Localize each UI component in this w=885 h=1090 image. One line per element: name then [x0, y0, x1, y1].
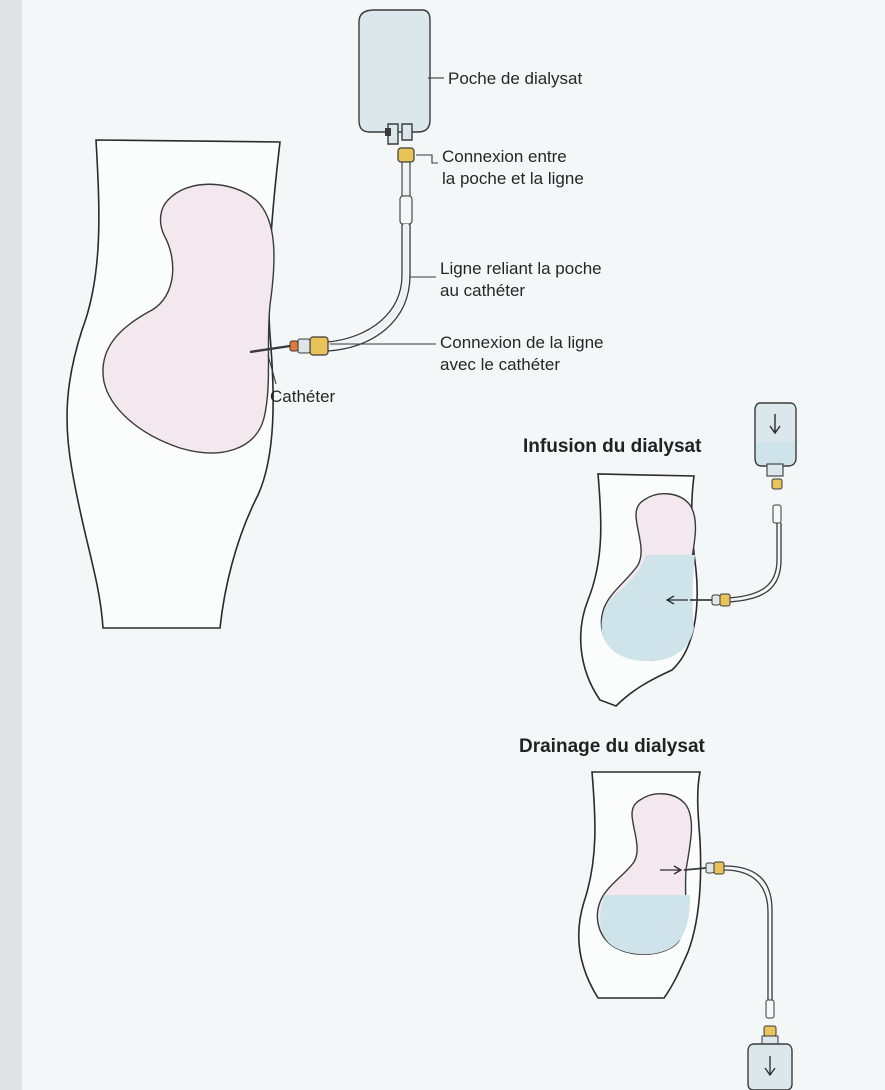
dialysate-bag-icon [359, 10, 430, 132]
drainage-catheter-adapter [706, 863, 714, 873]
label-line-2: au cathéter [440, 281, 525, 300]
bag-line-connector [398, 148, 414, 162]
infusion-connector [772, 479, 782, 489]
drainage-line-connector [714, 862, 724, 874]
infusion-title: Infusion du dialysat [523, 436, 702, 457]
drainage-connector [764, 1026, 776, 1036]
label-bag: Poche de dialysat [448, 69, 582, 88]
label-catheter-connection-2: avec le cathéter [440, 355, 560, 374]
catheter-adapter [298, 339, 310, 353]
label-catheter-connection-1: Connexion de la ligne [440, 333, 604, 352]
infusion-bag-ports [767, 464, 783, 476]
infusion-bag-fluid [756, 442, 795, 465]
left-page-edge [0, 0, 22, 1090]
label-bag-connection-2: la poche et la ligne [442, 169, 584, 188]
catheter-cuff [290, 341, 298, 351]
label-line-1: Ligne reliant la poche [440, 259, 602, 278]
drainage-title: Drainage du dialysat [519, 736, 706, 757]
infusion-catheter-adapter [712, 595, 720, 605]
line-clamp [400, 196, 412, 224]
drainage-clamp [766, 1000, 774, 1018]
bag-port-clip [385, 128, 391, 136]
infusion-line-connector [720, 594, 730, 606]
catheter-line-connector [310, 337, 328, 355]
label-catheter: Cathéter [270, 387, 336, 406]
bag-port-right [402, 124, 412, 140]
label-bag-connection-1: Connexion entre [442, 147, 567, 166]
dialysate-bag [359, 10, 430, 144]
infusion-clamp [773, 505, 781, 523]
bag-line-spike [402, 162, 410, 196]
